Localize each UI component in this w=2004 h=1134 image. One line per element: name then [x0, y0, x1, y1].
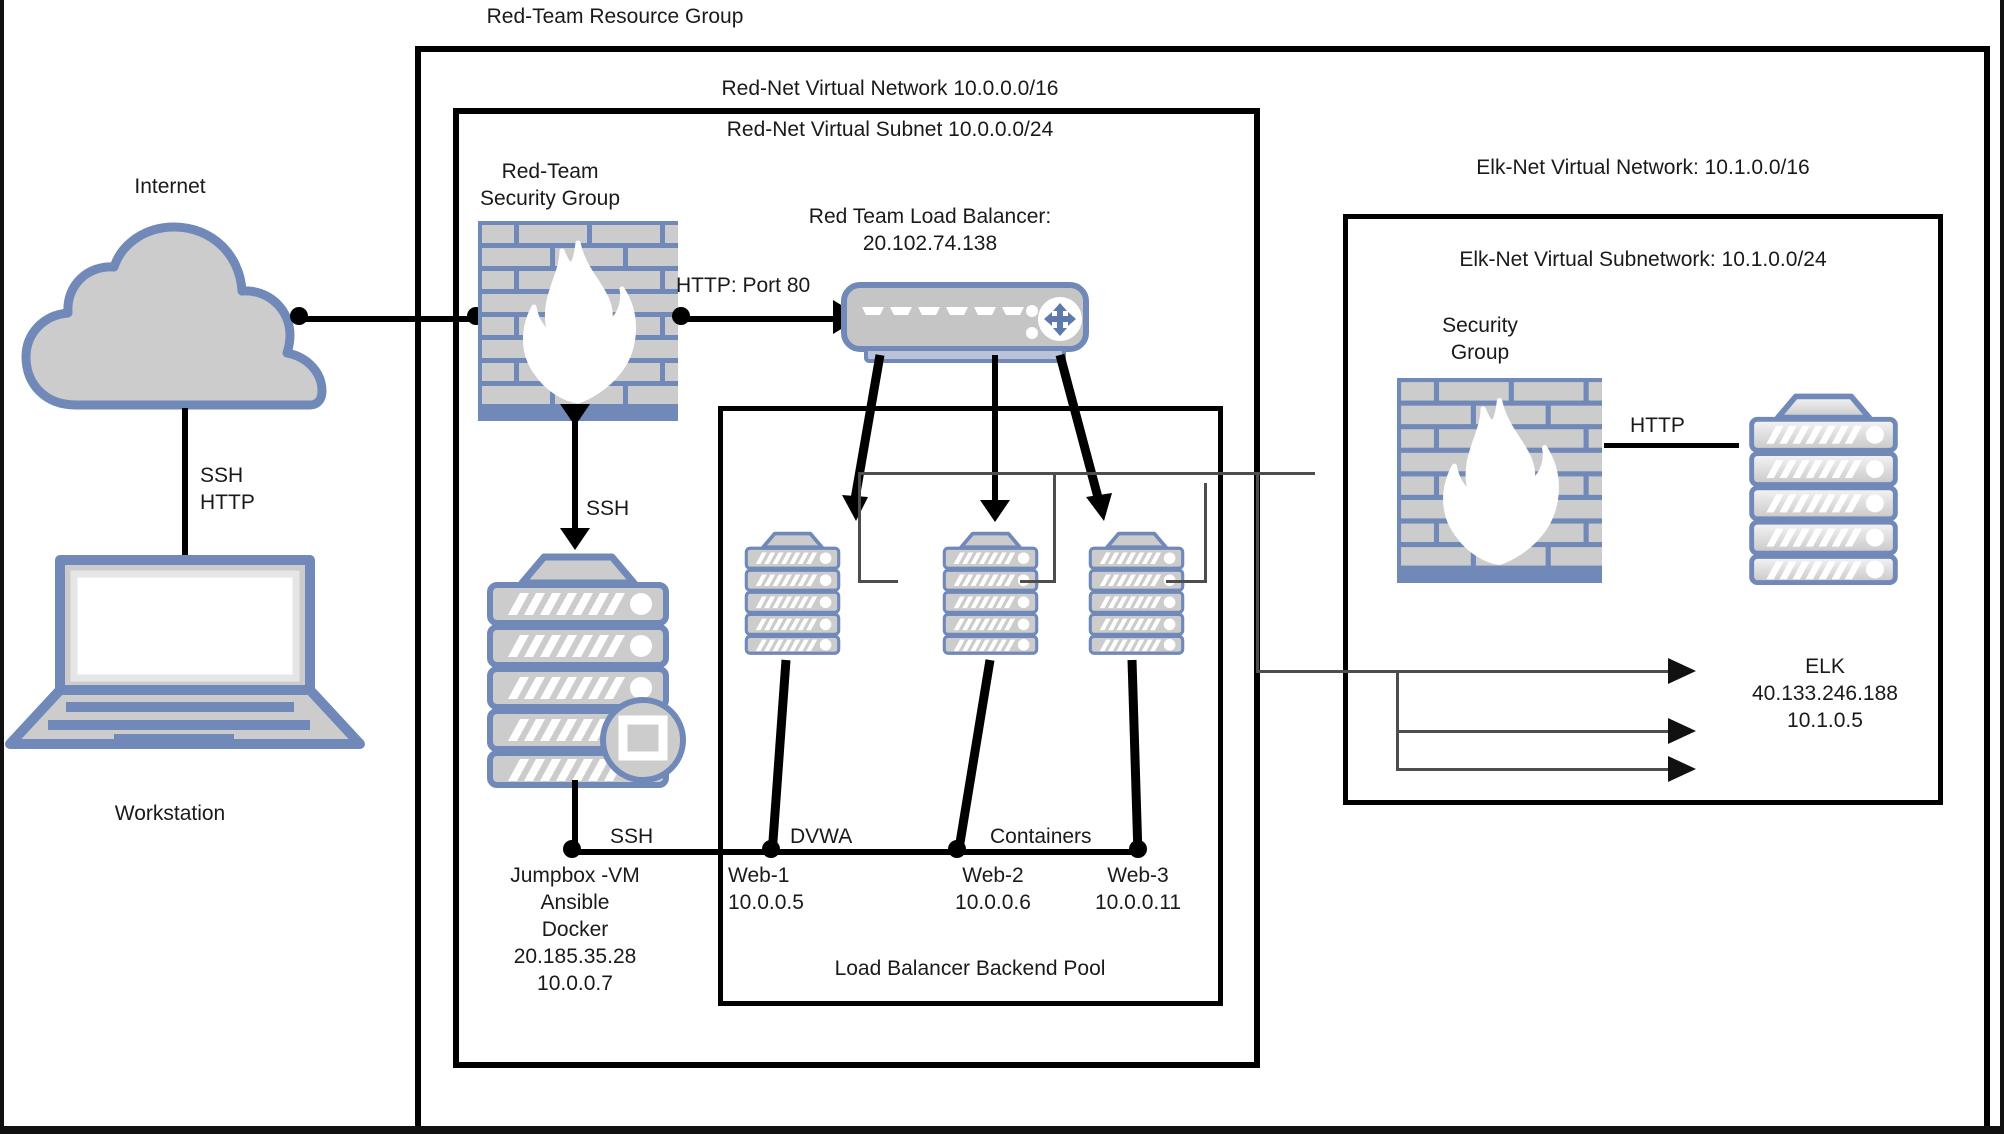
thin-arrow2-riser [1396, 670, 1399, 770]
arrowhead-elk-1 [1668, 658, 1696, 684]
thin-wire-web3-down [1204, 483, 1207, 583]
jumpbox-label: Jumpbox -VM Ansible Docker 20.185.35.28 … [510, 864, 640, 995]
elk-vnet-box [1343, 214, 1943, 805]
switch-icon [841, 282, 1089, 363]
red-subnet-box [718, 406, 1223, 1006]
thin-arrow2-line [1396, 730, 1676, 733]
firewall-icon [478, 221, 678, 421]
resource-group-label: Red-Team Resource Group [486, 5, 744, 28]
edge-label-http-port80: HTTP: Port 80 [676, 274, 811, 297]
thin-wire-web1-top [858, 472, 1258, 475]
edge-label-http-elk: HTTP [1630, 414, 1685, 437]
elk-label: ELK 40.133.246.188 10.1.0.5 [1752, 655, 1898, 732]
web1-ip-label: 10.0.0.5 [728, 891, 804, 914]
red-security-group-label: Red-Team Security Group [479, 160, 621, 210]
edge-label-ssh-jumpbox: SSH [586, 497, 630, 520]
wire-jumpbox-to-bus [572, 780, 578, 852]
wire-lb-to-web1 [842, 354, 885, 521]
thin-arrow3-line [1396, 768, 1676, 771]
bus-dot-web1 [762, 840, 780, 858]
server-rack-icon-elk [1749, 393, 1898, 585]
arrowhead-elk-3 [1668, 756, 1696, 782]
endpoint-dot-internet [290, 307, 308, 325]
server-rack-icon-jumpbox [487, 553, 669, 788]
web1-name-label: Web-1 [728, 864, 790, 887]
thin-wire-web2-stub [1020, 580, 1056, 583]
elk-vnet-label: Elk-Net Virtual Network: 10.1.0.0/16 [1476, 156, 1810, 179]
laptop-icon [5, 555, 365, 749]
page-edge-left [0, 0, 4, 1134]
wire-lb-to-web3 [1055, 353, 1112, 521]
page-edge-right [2000, 0, 2004, 1134]
bus-dot-web3 [1129, 840, 1147, 858]
server-rack-icon-web1 [744, 531, 841, 655]
web2-ip-label: 10.0.0.6 [955, 891, 1031, 914]
load-balancer-label: Red Team Load Balancer: 20.102.74.138 [808, 205, 1052, 255]
arrowhead-elk-2 [1668, 718, 1696, 744]
red-subnet-label: Red-Net Virtual Subnet 10.0.0.0/24 [726, 118, 1054, 141]
web3-name-label: Web-3 [1107, 864, 1169, 887]
arrow-firewall-to-jumpbox-top [560, 404, 590, 426]
wire-web3-to-bus [1127, 659, 1143, 856]
thin-wire-web1-stub [858, 580, 898, 583]
thin-wire-web3-stub [1166, 580, 1207, 583]
edge-label-containers: Containers [990, 825, 1092, 848]
bus-jumpbox-web [572, 849, 1142, 855]
page-edge-bottom [0, 1126, 2004, 1134]
elk-security-group-label: Security Group [1442, 314, 1518, 364]
bus-dot-jumpbox [563, 840, 581, 858]
arrow-lb-to-web2 [980, 500, 1010, 522]
red-vnet-label: Red-Net Virtual Network 10.0.0.0/16 [721, 77, 1059, 100]
bus-dot-web2 [948, 840, 966, 858]
wire-internet-to-firewall [305, 316, 480, 322]
firewall-icon-elk [1397, 378, 1602, 583]
internet-label: Internet [134, 175, 206, 198]
wire-internet-to-workstation [182, 408, 188, 558]
wire-web1-to-bus [767, 659, 791, 856]
thin-wire-bridge-right [1255, 472, 1315, 475]
web3-ip-label: 10.0.0.11 [1094, 891, 1182, 914]
resource-group-box [415, 46, 1990, 1126]
resource-group-box-right [1984, 46, 1990, 1126]
workstation-label: Workstation [114, 802, 226, 825]
elk-subnet-label: Elk-Net Virtual Subnetwork: 10.1.0.0/24 [1459, 248, 1827, 271]
thin-arrow1-riser [1256, 472, 1259, 672]
cloud-icon [21, 222, 327, 410]
backend-pool-label: Load Balancer Backend Pool [834, 957, 1106, 980]
server-rack-icon-web3 [1088, 531, 1185, 655]
edge-label-dvwa: DVWA [790, 825, 853, 848]
wire-web2-to-bus [953, 659, 995, 856]
wire-lb-to-web2 [992, 355, 998, 510]
docker-badge-icon [600, 697, 686, 783]
wire-firewall-to-jumpbox [572, 410, 578, 540]
wire-elksg-to-elk [1604, 443, 1739, 448]
edge-label-ssh-http: SSH HTTP [200, 464, 255, 514]
wire-firewall-to-loadbalancer [678, 316, 848, 322]
thin-arrow1-line [1256, 670, 1676, 673]
arrow-firewall-to-jumpbox-bottom [560, 528, 590, 550]
thin-wire-web1-down [858, 472, 861, 582]
server-rack-icon-web2 [942, 531, 1039, 655]
web2-name-label: Web-2 [962, 864, 1024, 887]
edge-label-ssh-bus: SSH [610, 825, 654, 848]
thin-wire-web2-down [1053, 472, 1056, 582]
